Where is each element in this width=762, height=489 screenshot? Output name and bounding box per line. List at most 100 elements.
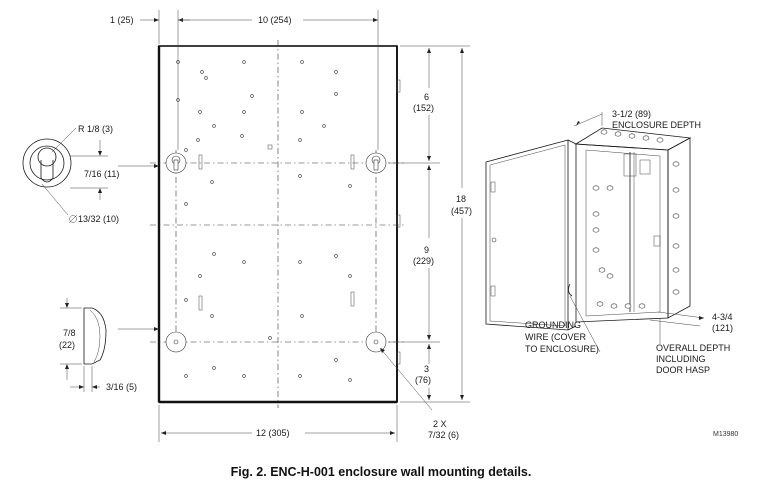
knockout-hole [198, 274, 202, 278]
dim-bottom-width: 12 (305) [256, 428, 290, 438]
isometric-knockout [624, 303, 632, 309]
knockout-hole [196, 138, 200, 142]
dim-overall-height: 18 [456, 194, 466, 204]
open-door [485, 139, 569, 331]
box-top [574, 127, 692, 151]
knockout-hole [334, 358, 338, 362]
dim-hole-count: 2 X [433, 419, 447, 429]
dim-overall-height-mm: (457) [451, 206, 472, 216]
dim-hasp-thickness: 3/16 (5) [106, 382, 137, 392]
dim-top-offset: 1 (25) [110, 15, 134, 25]
label-grounding-3: TO ENCLOSURE) [525, 344, 599, 354]
isometric-knockout [592, 185, 600, 191]
label-overall-depth-mm: (121) [712, 323, 733, 333]
knockout-hole [242, 260, 246, 264]
isometric-knockout [614, 131, 622, 137]
isometric-knockout [672, 213, 680, 219]
dim-right-middle-mm: (229) [413, 256, 434, 266]
keyhole-upper-right [365, 152, 387, 174]
hasp-detail: 7/8 (22) 3/16 (5) [59, 298, 137, 392]
drawing-code: M13980 [713, 431, 738, 438]
knockout-hole [298, 138, 302, 142]
knockout-hole [298, 260, 302, 264]
dim-keyhole-radius: R 1/8 (3) [78, 124, 113, 134]
isometric-knockout [592, 227, 600, 233]
knockout-hole [210, 180, 214, 184]
label-grounding-1: GROUNDING [525, 320, 581, 330]
figure-caption: Fig. 2. ENC-H-001 enclosure wall mountin… [231, 465, 532, 479]
isometric-knockout [656, 137, 664, 143]
isometric-knockout [672, 161, 680, 167]
isometric-knockout [672, 243, 680, 249]
isometric-knockout [606, 273, 614, 279]
mounting-hole-lower-right [365, 331, 387, 353]
label-overall-3: DOOR HASP [656, 365, 710, 375]
label-overall-depth-value: 4-3/4 [712, 312, 733, 322]
dim-keyhole-depth: 7/16 (11) [84, 169, 119, 179]
isometric-knockout [610, 303, 618, 309]
dim-hole-size: 7/32 (6) [428, 430, 459, 440]
isometric-knockout [600, 129, 608, 135]
isometric-knockout [672, 289, 680, 295]
knockout-hole [300, 60, 304, 64]
knockout-hole [348, 184, 352, 188]
knockout-holes [176, 60, 352, 382]
dim-right-lower: 3 [424, 364, 429, 374]
knockout-hole [184, 148, 188, 152]
isometric-knockout [628, 133, 636, 139]
label-overall-2: INCLUDING [656, 354, 706, 364]
dim-keyhole-diameter: 13/32 (10) [78, 214, 119, 224]
isometric-knockouts [592, 129, 680, 309]
label-enclosure-depth-value: 3-1/2 (89) [612, 109, 651, 119]
mounting-hole-lower-left [165, 331, 187, 353]
isometric-knockout [592, 247, 600, 253]
box-side [667, 137, 691, 319]
knockout-hole [300, 110, 304, 114]
knockout-hole [212, 366, 216, 370]
keyhole-upper-left [165, 152, 187, 174]
knockout-hole [298, 174, 302, 178]
knockout-hole [242, 374, 246, 378]
dim-top-width: 10 (254) [258, 15, 292, 25]
knockout-hole [184, 374, 188, 378]
enclosure-front-view [150, 40, 405, 408]
knockout-hole [184, 298, 188, 302]
isometric-labels: 3-1/2 (89) ENCLOSURE DEPTH GROUNDING WIR… [525, 109, 733, 375]
label-overall-1: OVERALL DEPTH [656, 343, 730, 353]
knockout-hole [242, 110, 246, 114]
isometric-knockout [638, 303, 646, 309]
knockout-hole [212, 252, 216, 256]
enclosure-isometric-view [485, 127, 692, 331]
dim-right-middle: 9 [424, 245, 429, 255]
keyhole-detail: R 1/8 (3) 7/16 (11) 13/32 (10) [22, 124, 119, 224]
label-grounding-2: WIRE (COVER [525, 332, 587, 342]
isometric-knockout [672, 267, 680, 273]
isometric-knockout [598, 267, 606, 273]
front-dimensions: 1 (25) 10 (254) 6 (152) 9 (229) 3 (76) [110, 10, 472, 442]
box-front [575, 143, 669, 323]
isometric-knockout [606, 185, 614, 191]
dim-right-upper: 6 [424, 92, 429, 102]
knockout-hole [198, 110, 202, 114]
knockout-hole [298, 374, 302, 378]
knockout-hole [268, 336, 272, 340]
knockout-hole [334, 254, 338, 258]
knockout-hole [200, 70, 204, 74]
knockout-hole [348, 378, 352, 382]
dim-hasp-height-mm: (22) [59, 340, 75, 350]
isometric-knockout [672, 187, 680, 193]
dim-hasp-height: 7/8 [63, 328, 76, 338]
isometric-knockout [592, 211, 600, 217]
knockout-hole [334, 70, 338, 74]
grounding-wire [568, 283, 573, 297]
isometric-knockout [642, 135, 650, 141]
knockout-hole [184, 202, 188, 206]
knockout-hole [212, 124, 216, 128]
knockout-hole [242, 60, 246, 64]
knockout-hole [250, 94, 254, 98]
knockout-hole [334, 92, 338, 96]
dim-right-upper-mm: (152) [413, 103, 434, 113]
knockout-hole [204, 76, 208, 80]
knockout-hole [300, 314, 304, 318]
